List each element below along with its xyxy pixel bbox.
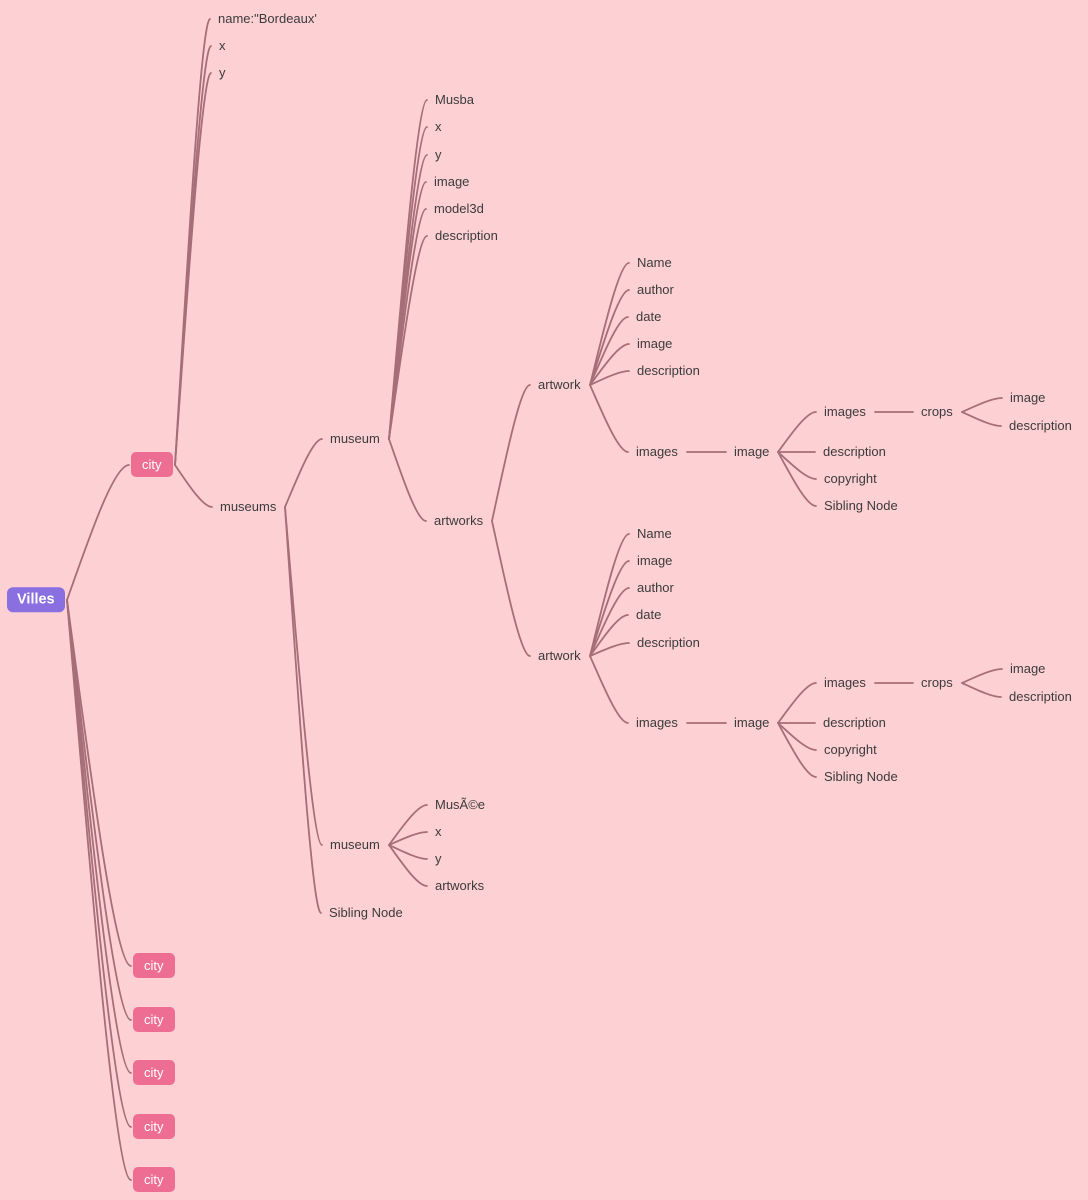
link-curve	[388, 804, 428, 846]
link-curve	[777, 682, 817, 724]
link-curve	[777, 451, 817, 480]
tree-node-name[interactable]: Name	[637, 526, 672, 542]
tree-node-author[interactable]: author	[637, 282, 674, 298]
tree-node-crops[interactable]: crops	[921, 675, 953, 691]
link-curve	[777, 722, 817, 778]
link-curve	[589, 289, 630, 386]
tree-node-x[interactable]: x	[435, 824, 442, 840]
city-node-badge[interactable]: city	[133, 1167, 175, 1192]
tree-node-image[interactable]: image	[1010, 661, 1046, 677]
tree-node-artwork[interactable]: artwork	[538, 648, 581, 664]
tree-node-sibling-node[interactable]: Sibling Node	[824, 498, 898, 514]
tree-node-image[interactable]: image	[434, 174, 470, 190]
link-curve	[388, 831, 428, 846]
tree-node-images[interactable]: images	[824, 675, 866, 691]
tree-node-description[interactable]: description	[637, 363, 700, 379]
link-curve	[589, 384, 629, 453]
link-curve	[589, 316, 629, 386]
tree-node-mus-e[interactable]: MusÃ©e	[435, 797, 486, 813]
link-curve	[589, 587, 630, 657]
link-curve	[491, 384, 531, 522]
tree-node-description[interactable]: description	[1009, 689, 1072, 705]
link-curve	[589, 560, 630, 657]
city-node-badge[interactable]: city	[133, 1007, 175, 1032]
link-curve	[388, 844, 428, 887]
mindmap-root-node[interactable]: Villes	[7, 587, 65, 612]
tree-node-name[interactable]: Name	[637, 255, 672, 271]
tree-node-sibling-node[interactable]: Sibling Node	[824, 769, 898, 785]
tree-node-image[interactable]: image	[734, 715, 770, 731]
tree-node-copyright[interactable]: copyright	[824, 742, 877, 758]
city-node-badge[interactable]: city	[133, 1060, 175, 1085]
link-curve	[66, 599, 132, 1021]
link-curve	[284, 506, 322, 914]
tree-node-y[interactable]: y	[219, 65, 226, 81]
link-curve	[961, 668, 1003, 684]
link-curve	[174, 72, 212, 466]
tree-node-image[interactable]: image	[637, 553, 673, 569]
link-curve	[66, 599, 132, 1181]
tree-node-description[interactable]: description	[637, 635, 700, 651]
tree-node-x[interactable]: x	[435, 119, 442, 135]
link-curve	[589, 642, 630, 657]
link-curve	[777, 451, 817, 507]
link-curve	[589, 655, 629, 724]
tree-node-y[interactable]: y	[435, 851, 442, 867]
tree-node-date[interactable]: date	[636, 607, 662, 623]
link-curve	[388, 844, 428, 860]
link-curve	[961, 397, 1003, 413]
tree-node-x[interactable]: x	[219, 38, 226, 54]
link-curve	[66, 599, 132, 967]
tree-node-description[interactable]: description	[823, 715, 886, 731]
tree-node-images[interactable]: images	[636, 715, 678, 731]
tree-node-copyright[interactable]: copyright	[824, 471, 877, 487]
tree-node-description[interactable]: description	[1009, 418, 1072, 434]
city-node-badge[interactable]: city	[133, 1114, 175, 1139]
link-curve	[589, 533, 630, 657]
link-curve	[284, 506, 323, 846]
link-curve	[388, 235, 428, 440]
link-curve	[174, 464, 213, 508]
tree-node-museums[interactable]: museums	[220, 499, 277, 515]
tree-node-date[interactable]: date	[636, 309, 662, 325]
tree-node-y[interactable]: y	[435, 147, 442, 163]
tree-node-model3d[interactable]: model3d	[434, 201, 484, 217]
link-curve	[388, 438, 427, 522]
link-curve	[66, 599, 132, 1074]
city-node-badge[interactable]: city	[133, 953, 175, 978]
link-curve	[491, 520, 531, 657]
link-curve	[961, 682, 1002, 698]
tree-node-museum[interactable]: museum	[330, 837, 380, 853]
tree-node-author[interactable]: author	[637, 580, 674, 596]
tree-node-artwork[interactable]: artwork	[538, 377, 581, 393]
link-curve	[66, 464, 130, 601]
tree-node-musba[interactable]: Musba	[435, 92, 475, 108]
tree-node-artworks[interactable]: artworks	[434, 513, 484, 529]
link-curve	[777, 722, 817, 751]
city-node-badge[interactable]: city	[131, 452, 173, 477]
link-curve	[589, 343, 630, 386]
tree-node-description[interactable]: description	[823, 444, 886, 460]
link-curve	[284, 438, 323, 508]
tree-node-crops[interactable]: crops	[921, 404, 953, 420]
link-curve	[777, 411, 817, 453]
tree-node-sibling-node[interactable]: Sibling Node	[329, 905, 403, 921]
tree-node-image[interactable]: image	[637, 336, 673, 352]
link-curve	[589, 262, 630, 386]
link-curve	[589, 370, 630, 386]
link-curve	[589, 614, 629, 657]
tree-node-description[interactable]: description	[435, 228, 498, 244]
tree-node-museum[interactable]: museum	[330, 431, 380, 447]
tree-node-name-bordeaux[interactable]: name:"Bordeaux'	[218, 11, 317, 27]
link-curve	[961, 411, 1002, 427]
tree-node-image[interactable]: image	[734, 444, 770, 460]
tree-node-images[interactable]: images	[636, 444, 678, 460]
tree-node-image[interactable]: image	[1010, 390, 1046, 406]
tree-node-artworks[interactable]: artworks	[435, 878, 485, 894]
tree-node-images[interactable]: images	[824, 404, 866, 420]
